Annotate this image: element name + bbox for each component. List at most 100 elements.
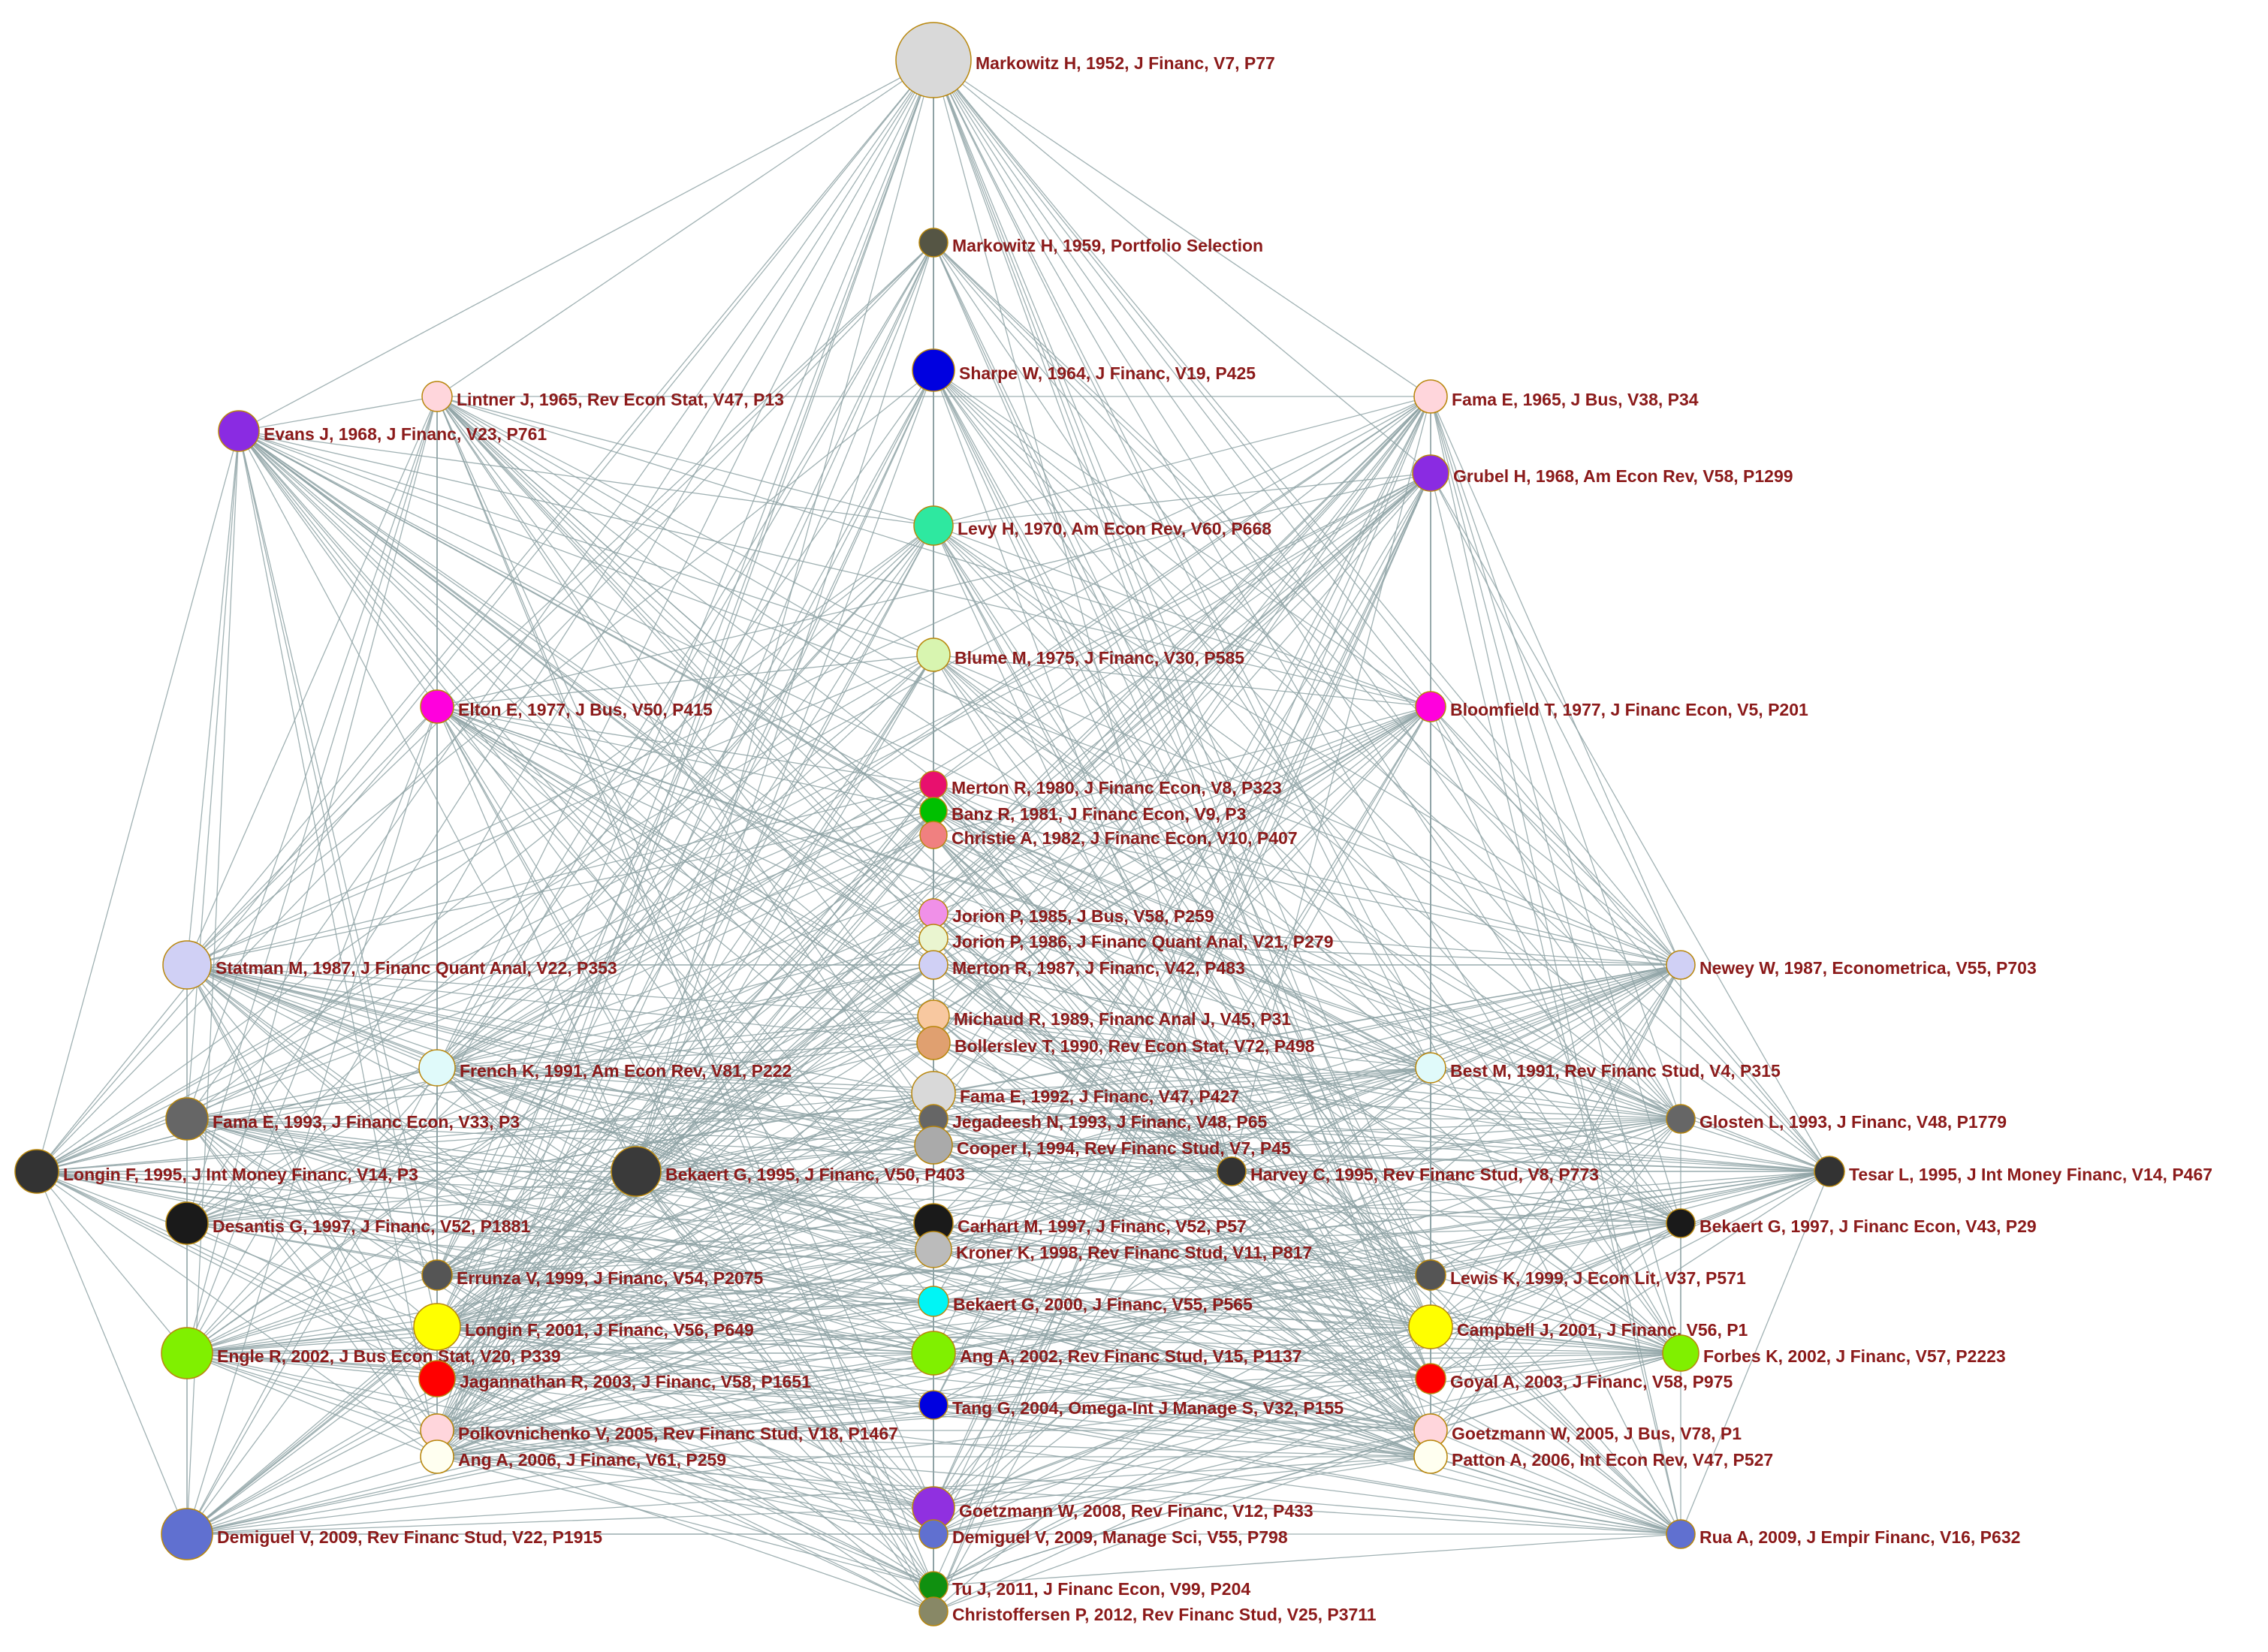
- node-bloomfield1977[interactable]: Bloomfield T, 1977, J Financ Econ, V5, P…: [1415, 691, 1808, 722]
- node-circle[interactable]: [165, 1097, 209, 1141]
- node-circle[interactable]: [918, 1519, 949, 1549]
- node-tesar1995[interactable]: Tesar L, 1995, J Int Money Financ, V14, …: [1814, 1156, 2212, 1187]
- node-circle[interactable]: [918, 950, 949, 980]
- node-circle[interactable]: [420, 1439, 454, 1474]
- node-campbell2001[interactable]: Campbell J, 2001, J Financ, V56, P1: [1408, 1304, 1748, 1349]
- node-statman1987[interactable]: Statman M, 1987, J Financ Quant Anal, V2…: [162, 940, 617, 990]
- node-markowitz1952[interactable]: Markowitz H, 1952, J Financ, V7, P77: [895, 22, 1275, 98]
- node-merton1980[interactable]: Merton R, 1980, J Financ Econ, V8, P323: [919, 770, 1282, 799]
- node-circle[interactable]: [1415, 1052, 1446, 1084]
- node-circle[interactable]: [1662, 1334, 1699, 1372]
- node-circle[interactable]: [918, 228, 949, 258]
- node-jagannathan2003[interactable]: Jagannathan R, 2003, J Financ, V58, P165…: [418, 1360, 811, 1397]
- node-markowitz1959[interactable]: Markowitz H, 1959, Portfolio Selection: [918, 228, 1263, 258]
- node-christie1982[interactable]: Christie A, 1982, J Financ Econ, V10, P4…: [919, 821, 1298, 849]
- node-blume1975[interactable]: Blume M, 1975, J Financ, V30, P585: [916, 638, 1244, 672]
- node-newey1987[interactable]: Newey W, 1987, Econometrica, V55, P703: [1666, 950, 2037, 980]
- node-fama1993[interactable]: Fama E, 1993, J Financ Econ, V33, P3: [165, 1097, 520, 1141]
- node-bollerslev1990[interactable]: Bollerslev T, 1990, Rev Econ Stat, V72, …: [916, 1026, 1315, 1060]
- node-circle[interactable]: [1666, 950, 1696, 980]
- node-circle[interactable]: [913, 505, 954, 546]
- node-goetzmann2005[interactable]: Goetzmann W, 2005, J Bus, V78, P1: [1413, 1413, 1742, 1448]
- node-circle[interactable]: [418, 1049, 456, 1087]
- node-circle[interactable]: [911, 1331, 956, 1376]
- node-circle[interactable]: [918, 1596, 949, 1626]
- node-circle[interactable]: [918, 898, 949, 928]
- node-circle[interactable]: [919, 770, 948, 799]
- node-circle[interactable]: [895, 22, 972, 98]
- node-circle[interactable]: [418, 1360, 456, 1397]
- node-circle[interactable]: [14, 1149, 59, 1194]
- node-engle2002[interactable]: Engle R, 2002, J Bus Econ Stat, V20, P33…: [161, 1327, 561, 1379]
- node-circle[interactable]: [1415, 1259, 1446, 1291]
- node-circle[interactable]: [1412, 454, 1449, 492]
- node-circle[interactable]: [916, 1026, 951, 1060]
- node-circle[interactable]: [421, 1259, 453, 1291]
- node-bekaert1995[interactable]: Bekaert G, 1995, J Financ, V50, P403: [611, 1146, 965, 1197]
- node-circle[interactable]: [919, 821, 948, 849]
- node-levy1970[interactable]: Levy H, 1970, Am Econ Rev, V60, P668: [913, 505, 1271, 546]
- node-circle[interactable]: [1666, 1104, 1696, 1134]
- node-circle[interactable]: [611, 1146, 662, 1197]
- node-tang2004[interactable]: Tang G, 2004, Omega-Int J Manage S, V32,…: [918, 1390, 1344, 1420]
- node-circle[interactable]: [918, 1390, 949, 1420]
- node-bekaert1997[interactable]: Bekaert G, 1997, J Financ Econ, V43, P29: [1666, 1208, 2037, 1238]
- node-patton2006[interactable]: Patton A, 2006, Int Econ Rev, V47, P527: [1413, 1439, 1773, 1474]
- node-circle[interactable]: [1413, 1439, 1448, 1474]
- node-polkovnichenko2005[interactable]: Polkovnichenko V, 2005, Rev Financ Stud,…: [420, 1413, 898, 1448]
- node-circle[interactable]: [1415, 691, 1446, 722]
- node-circle[interactable]: [1666, 1208, 1696, 1238]
- node-glosten1993[interactable]: Glosten L, 1993, J Financ, V48, P1779: [1666, 1104, 2007, 1134]
- node-evans1968[interactable]: Evans J, 1968, J Financ, V23, P761: [218, 410, 547, 452]
- node-circle[interactable]: [1217, 1156, 1247, 1186]
- node-goyal2003[interactable]: Goyal A, 2003, J Financ, V58, P975: [1415, 1363, 1733, 1394]
- node-carhart1997[interactable]: Carhart M, 1997, J Financ, V52, P57: [913, 1203, 1247, 1244]
- node-longin2001[interactable]: Longin F, 2001, J Financ, V56, P649: [413, 1303, 754, 1351]
- node-best1991[interactable]: Best M, 1991, Rev Financ Stud, V4, P315: [1415, 1052, 1781, 1084]
- node-circle[interactable]: [914, 1126, 953, 1165]
- node-elton1977[interactable]: Elton E, 1977, J Bus, V50, P415: [420, 689, 713, 724]
- node-circle[interactable]: [413, 1303, 461, 1351]
- node-tu2011[interactable]: Tu J, 2011, J Financ Econ, V99, P204: [918, 1571, 1250, 1601]
- node-lewis1999[interactable]: Lewis K, 1999, J Econ Lit, V37, P571: [1415, 1259, 1746, 1291]
- node-demiguel2009a[interactable]: Demiguel V, 2009, Rev Financ Stud, V22, …: [161, 1508, 602, 1560]
- node-longin1995[interactable]: Longin F, 1995, J Int Money Financ, V14,…: [14, 1149, 418, 1194]
- node-jorion1985[interactable]: Jorion P, 1985, J Bus, V58, P259: [918, 898, 1214, 928]
- node-circle[interactable]: [918, 1571, 949, 1601]
- node-circle[interactable]: [918, 924, 949, 954]
- node-circle[interactable]: [1408, 1304, 1453, 1349]
- node-french1991[interactable]: French K, 1991, Am Econ Rev, V81, P222: [418, 1049, 792, 1087]
- node-circle[interactable]: [915, 1231, 952, 1268]
- node-circle[interactable]: [162, 940, 212, 990]
- node-ang2002[interactable]: Ang A, 2002, Rev Financ Stud, V15, P1137: [911, 1331, 1302, 1376]
- node-sharpe1964[interactable]: Sharpe W, 1964, J Financ, V19, P425: [912, 348, 1256, 392]
- node-circle[interactable]: [919, 797, 948, 825]
- node-fama1965[interactable]: Fama E, 1965, J Bus, V38, P34: [1413, 379, 1699, 414]
- node-circle[interactable]: [912, 348, 955, 392]
- node-christoffersen2012[interactable]: Christoffersen P, 2012, Rev Financ Stud,…: [918, 1596, 1377, 1626]
- node-bekaert2000[interactable]: Bekaert G, 2000, J Financ, V55, P565: [918, 1286, 1253, 1317]
- node-circle[interactable]: [1666, 1519, 1696, 1549]
- node-circle[interactable]: [1413, 379, 1448, 414]
- node-goetzmann2008[interactable]: Goetzmann W, 2008, Rev Financ, V12, P433: [912, 1486, 1313, 1530]
- node-michaud1989[interactable]: Michaud R, 1989, Financ Anal J, V45, P31: [917, 999, 1291, 1032]
- node-fama1992[interactable]: Fama E, 1992, J Financ, V47, P427: [911, 1071, 1239, 1116]
- node-ang2006[interactable]: Ang A, 2006, J Financ, V61, P259: [420, 1439, 726, 1474]
- node-kroner1998[interactable]: Kroner K, 1998, Rev Financ Stud, V11, P8…: [915, 1231, 1312, 1268]
- node-forbes2002[interactable]: Forbes K, 2002, J Financ, V57, P2223: [1662, 1334, 2006, 1372]
- node-circle[interactable]: [1415, 1363, 1446, 1394]
- node-circle[interactable]: [420, 689, 454, 724]
- node-circle[interactable]: [421, 381, 453, 412]
- node-desantis1997[interactable]: Desantis G, 1997, J Financ, V52, P1881: [165, 1201, 530, 1245]
- node-circle[interactable]: [218, 410, 260, 452]
- node-errunza1999[interactable]: Errunza V, 1999, J Financ, V54, P2075: [421, 1259, 763, 1291]
- node-circle[interactable]: [161, 1327, 213, 1379]
- node-circle[interactable]: [916, 638, 951, 672]
- node-rua2009[interactable]: Rua A, 2009, J Empir Financ, V16, P632: [1666, 1519, 2020, 1549]
- node-demiguel2009b[interactable]: Demiguel V, 2009, Manage Sci, V55, P798: [918, 1519, 1288, 1549]
- node-grubel1968[interactable]: Grubel H, 1968, Am Econ Rev, V58, P1299: [1412, 454, 1793, 492]
- node-banz1981[interactable]: Banz R, 1981, J Financ Econ, V9, P3: [919, 797, 1246, 825]
- node-circle[interactable]: [918, 1286, 949, 1317]
- node-merton1987[interactable]: Merton R, 1987, J Financ, V42, P483: [918, 950, 1245, 980]
- node-harvey1995[interactable]: Harvey C, 1995, Rev Financ Stud, V8, P77…: [1217, 1156, 1599, 1186]
